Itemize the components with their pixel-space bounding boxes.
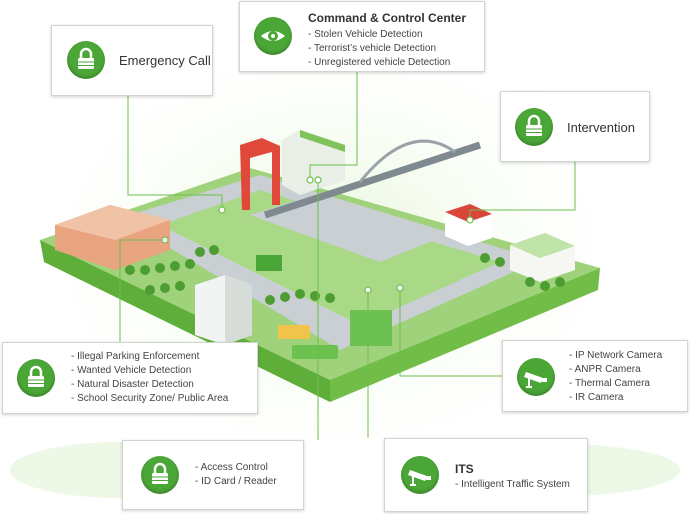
list-item: IR Camera [569, 391, 662, 405]
access-control-card: Access Control ID Card / Reader [122, 440, 304, 510]
emergency-call-title: Emergency Call [119, 53, 211, 68]
list-item: Access Control [195, 461, 277, 475]
list-item: Unregistered vehicle Detection [308, 56, 450, 70]
cctv-camera-icon [517, 358, 555, 396]
command-center-list: Stolen Vehicle Detection Terrorist’s veh… [308, 28, 450, 70]
command-center-card: Command & Control Center Stolen Vehicle … [239, 1, 485, 72]
gateway-arch [240, 138, 280, 210]
intervention-title: Intervention [567, 120, 635, 135]
list-item: Wanted Vehicle Detection [71, 364, 228, 378]
list-item: Terrorist’s vehicle Detection [308, 42, 450, 56]
enforcement-card: Illegal Parking Enforcement Wanted Vehic… [2, 342, 258, 414]
its-card: ITS Intelligent Traffic System [384, 438, 588, 512]
lock-icon [67, 41, 105, 79]
eye-icon [254, 17, 292, 55]
list-item: School Security Zone/ Public Area [71, 392, 228, 406]
list-item: ANPR Camera [569, 363, 662, 377]
enforcement-list: Illegal Parking Enforcement Wanted Vehic… [71, 350, 228, 406]
trees [125, 245, 565, 305]
list-item: Stolen Vehicle Detection [308, 28, 450, 42]
access-control-list: Access Control ID Card / Reader [195, 461, 277, 489]
list-item: IP Network Camera [569, 349, 662, 363]
lock-icon [17, 359, 55, 397]
connector-lines [119, 72, 576, 440]
list-item: Natural Disaster Detection [71, 378, 228, 392]
intervention-card: Intervention [500, 91, 650, 162]
its-subtitle: Intelligent Traffic System [455, 479, 570, 490]
list-item: Thermal Camera [569, 377, 662, 391]
list-item: ID Card / Reader [195, 475, 277, 489]
camera-card: IP Network Camera ANPR Camera Thermal Ca… [502, 340, 688, 412]
its-title: ITS [455, 462, 474, 476]
lock-icon [515, 108, 553, 146]
lock-icon [141, 456, 179, 494]
cctv-camera-icon [401, 456, 439, 494]
bridge [263, 141, 482, 219]
emergency-call-card: Emergency Call [51, 25, 213, 96]
list-item: Illegal Parking Enforcement [71, 350, 228, 364]
command-center-title: Command & Control Center [308, 11, 467, 25]
guard-kiosk [350, 310, 392, 346]
camera-list: IP Network Camera ANPR Camera Thermal Ca… [569, 349, 663, 405]
bus [278, 325, 310, 339]
